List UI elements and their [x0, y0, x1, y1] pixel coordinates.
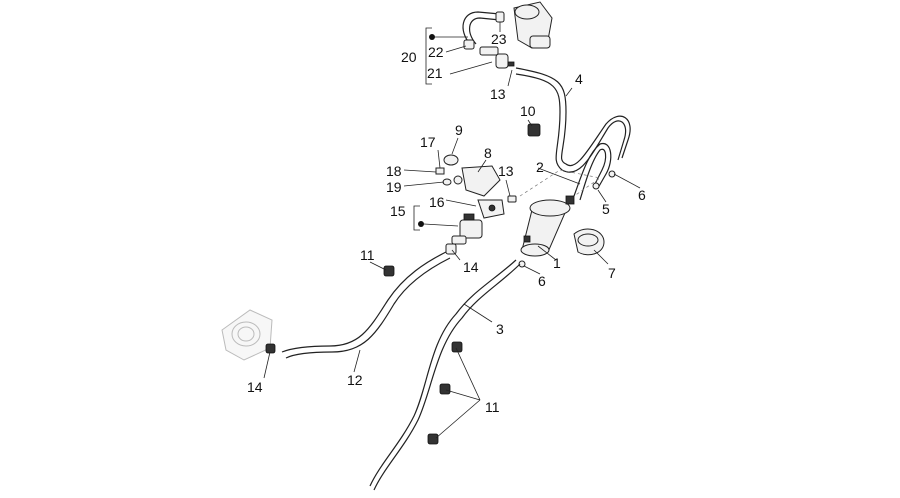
- callout-5: 5: [602, 201, 610, 217]
- clamp-icon: [265, 343, 276, 354]
- callout-1: 1: [553, 255, 561, 271]
- callout-9: 9: [455, 122, 463, 138]
- purge-valve-icon: [451, 213, 483, 245]
- callout-11-upper: 11: [360, 247, 375, 263]
- solenoid-valve-icon: [477, 199, 505, 219]
- callout-23: 23: [491, 31, 507, 47]
- bolt-icon: [435, 167, 445, 175]
- clip-icon: [439, 383, 451, 395]
- throttle-body-icon: [221, 309, 273, 361]
- callout-14-left: 14: [247, 379, 263, 395]
- clip-icon: [427, 433, 439, 445]
- top-hose-assembly: [425, 1, 553, 85]
- callout-4: 4: [575, 71, 583, 87]
- fitting-icon: [507, 195, 517, 203]
- callout-17: 17: [420, 134, 436, 150]
- callout-20: 20: [401, 49, 417, 65]
- callout-7: 7: [608, 265, 616, 281]
- callout-10: 10: [520, 103, 536, 119]
- callout-18: 18: [386, 163, 402, 179]
- callout-12: 12: [347, 372, 363, 388]
- clamp-icon: [527, 123, 541, 137]
- grommet-icon: [443, 154, 459, 166]
- callout-11-lower: 11: [485, 399, 500, 415]
- callout-16: 16: [429, 194, 445, 210]
- callout-14-right: 14: [463, 259, 479, 275]
- reservoir-icon: [513, 1, 553, 49]
- callout-15: 15: [390, 203, 406, 219]
- clamp-icon: [463, 39, 475, 50]
- bullet-dot: [429, 34, 435, 40]
- callout-21: 21: [427, 65, 443, 81]
- bullet-dot: [418, 221, 424, 227]
- callout-13-lower: 13: [498, 163, 514, 179]
- callout-2: 2: [536, 159, 544, 175]
- mounting-bracket-icon: [461, 165, 501, 197]
- clamp-icon: [495, 11, 505, 23]
- callout-6-lower: 6: [538, 273, 546, 289]
- callout-22: 22: [428, 44, 444, 60]
- callout-3: 3: [496, 321, 504, 337]
- leader-lines: [263, 22, 641, 439]
- callout-19: 19: [386, 179, 402, 195]
- check-valve-icon: [479, 46, 515, 69]
- callout-labels: 1 2 3 4 5 6 6 7 8 9 10 11 11 12 13 13 14…: [247, 31, 646, 415]
- callout-8: 8: [484, 145, 492, 161]
- clip-icon: [383, 265, 395, 277]
- clamp-bracket-icon: [573, 228, 605, 256]
- fuel-filter-canister-icon: [520, 195, 575, 257]
- callout-13-upper: 13: [490, 86, 506, 102]
- clip-icon: [451, 341, 463, 353]
- callout-6-right: 6: [638, 187, 646, 203]
